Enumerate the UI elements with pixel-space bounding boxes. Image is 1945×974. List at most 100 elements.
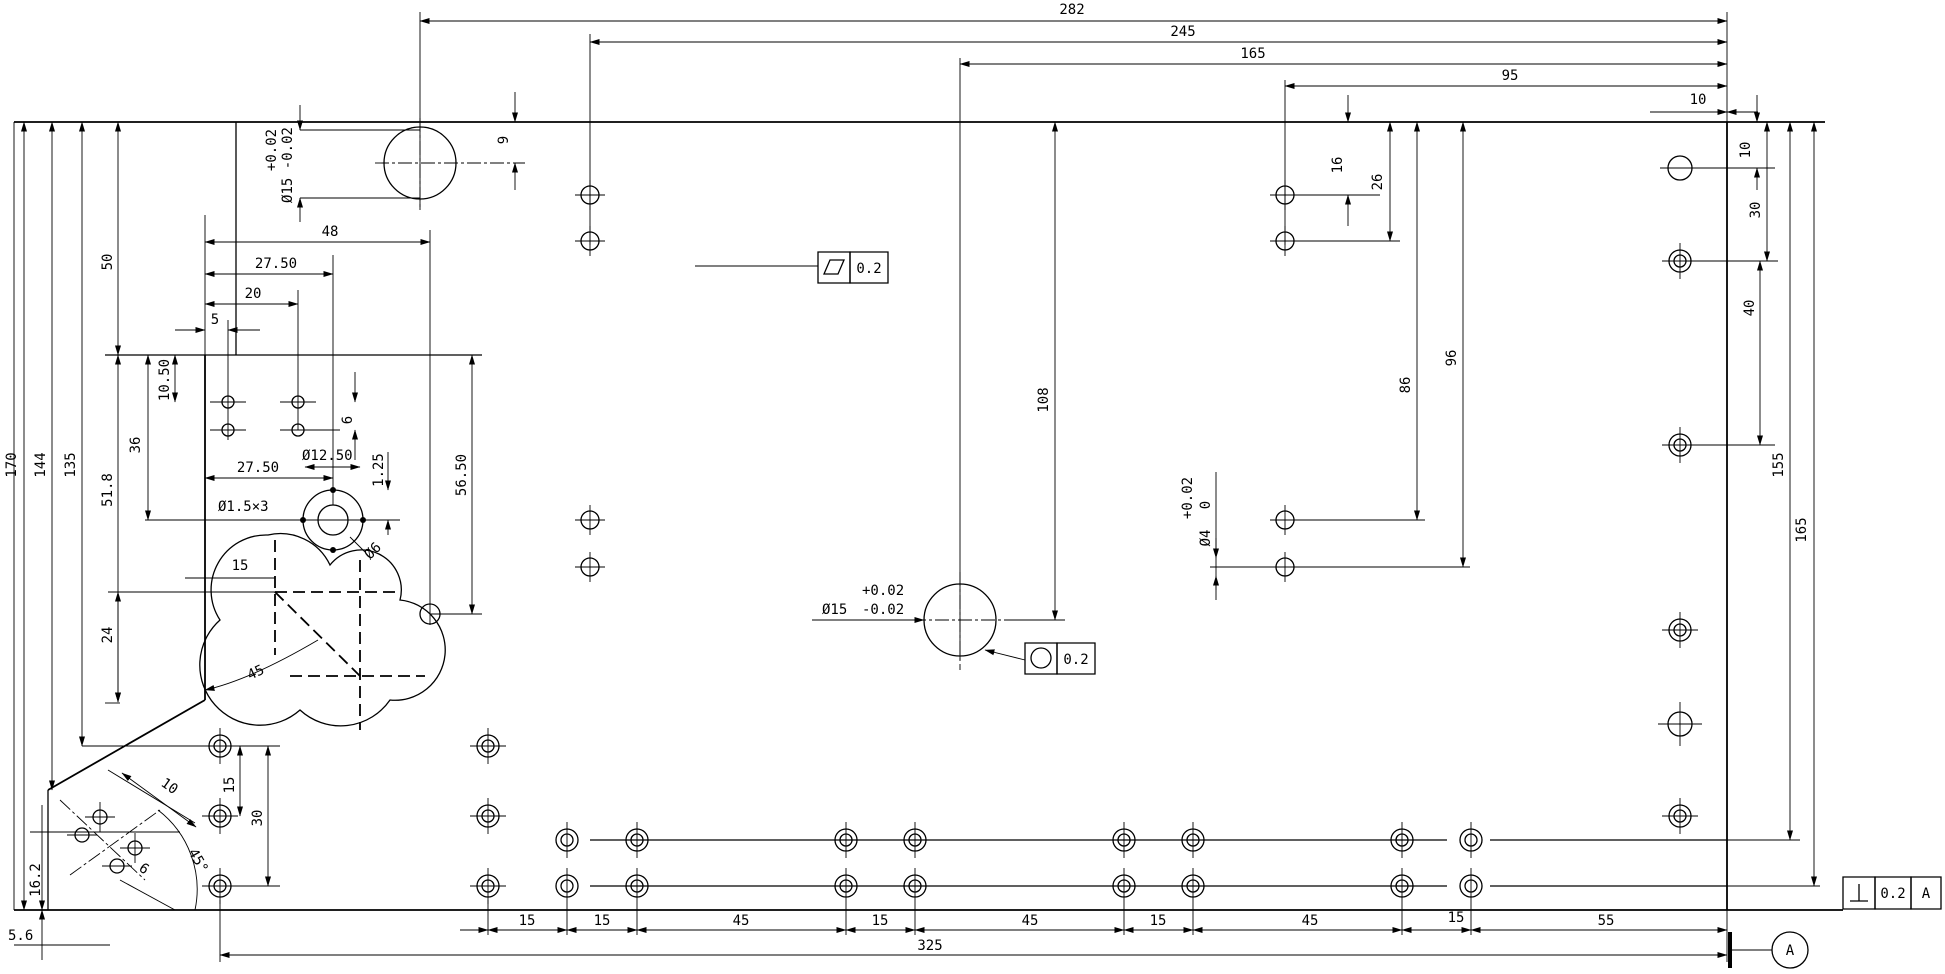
dim-10-top: 10 <box>1690 92 1707 108</box>
cb-1680-261 <box>1662 243 1698 279</box>
dim-50: 50 <box>100 254 116 271</box>
small-hole-upper: +0.02 <box>1180 477 1196 519</box>
hole-1285-241 <box>1270 226 1400 256</box>
bottom-left-detail: 10 6 45° 15 30 <box>60 745 280 910</box>
perp-value: 0.2 <box>1880 886 1905 902</box>
left-dimensions: 170 144 135 50 51.8 36 24 10.50 16.2 5.6 <box>4 121 390 960</box>
corner-hole <box>102 859 132 873</box>
dim-dia-12-50: Ø12.50 <box>302 448 353 464</box>
small-hole-dia: Ø4 <box>1198 530 1214 547</box>
flatness-value: 0.2 <box>856 261 881 277</box>
hole-590-520 <box>575 505 605 535</box>
dim-6: 6 <box>340 416 356 424</box>
hole-1680-724 <box>1658 702 1702 746</box>
dim-16-2: 16.2 <box>28 863 44 897</box>
dim-bottom-total: 325 <box>917 938 942 954</box>
dim-30-corner: 30 <box>250 810 266 827</box>
hole-590-241 <box>575 226 605 256</box>
left-feature-area: 48 27.50 20 5 6 27.50 Ø12.50 1.25 Ø1.5×3… <box>175 215 482 730</box>
datum-a: A <box>1730 932 1808 968</box>
dim-282: 282 <box>1059 2 1084 18</box>
row-hole <box>556 868 578 935</box>
row-hole <box>626 868 648 935</box>
dim-51-8: 51.8 <box>100 473 116 507</box>
dim-30-right: 30 <box>1748 202 1764 219</box>
dim-135: 135 <box>63 452 79 477</box>
small-hole <box>280 396 316 408</box>
flatness-frame: 0.2 <box>695 252 888 283</box>
dim-bottom-2: 15 <box>594 913 611 929</box>
hole-590-567 <box>575 552 605 582</box>
circularity-icon <box>1031 648 1051 668</box>
row-hole <box>904 868 926 935</box>
row-hole <box>626 822 648 858</box>
perp-datum: A <box>1922 886 1931 902</box>
row-hole <box>1182 822 1204 858</box>
flatness-icon <box>823 259 845 275</box>
cb-1680-445 <box>1662 427 1698 463</box>
hole-1285-567 <box>1210 552 1470 582</box>
dim-bottom-7: 45 <box>1302 913 1319 929</box>
row-hole <box>556 822 578 858</box>
dim-56-50: 56.50 <box>454 454 470 496</box>
row-hole <box>1460 822 1482 858</box>
row-hole <box>835 822 857 858</box>
dim-245: 245 <box>1170 24 1195 40</box>
dim-bottom-1: 15 <box>519 913 536 929</box>
dim-27-50-a: 27.50 <box>255 256 297 272</box>
dim-16: 16 <box>1330 157 1346 174</box>
dim-10-right: 10 <box>1738 142 1754 159</box>
small-hole <box>280 424 340 436</box>
corner-hole <box>120 833 150 863</box>
dim-27-50-b: 27.50 <box>237 460 279 476</box>
row-hole <box>1391 822 1413 858</box>
dim-dia-1-5x3: Ø1.5×3 <box>218 499 269 515</box>
hole-pattern <box>575 156 1702 746</box>
dim-bottom-9: 55 <box>1598 913 1615 929</box>
row-hole <box>835 868 857 935</box>
bottom-dimensions: 15 15 45 15 45 15 45 15 55 325 <box>219 900 1728 962</box>
small-hole-lower: 0 <box>1198 501 1214 509</box>
center-hole: 108 Ø15 +0.02 -0.02 0.2 <box>812 121 1095 674</box>
dim-24: 24 <box>100 627 116 644</box>
dim-108: 108 <box>1036 387 1052 412</box>
row-hole <box>904 822 926 858</box>
row-hole <box>1182 868 1204 935</box>
hole-590-195 <box>575 180 605 210</box>
hole-upper-tol: +0.02 <box>862 583 904 599</box>
slot-dia-tol: Ø15 -0.02 <box>280 127 296 203</box>
row-hole <box>1391 868 1413 935</box>
dim-45: 45 <box>245 662 267 684</box>
dim-15: 15 <box>232 558 249 574</box>
hole-dia: Ø15 <box>822 602 847 618</box>
dim-1-25: 1.25 <box>371 453 387 487</box>
row-hole <box>1460 868 1482 935</box>
hole-1680-168 <box>1660 156 1700 180</box>
cb-488-746 <box>470 728 506 764</box>
datum-a-label: A <box>1786 943 1795 959</box>
corner-hole <box>67 828 97 842</box>
bottom-hole-rows <box>556 822 1727 935</box>
dim-95: 95 <box>1502 68 1519 84</box>
dim-15-corner: 15 <box>222 777 238 794</box>
top-dimensions: 282 245 165 95 10 <box>419 2 1758 660</box>
dim-10-50: 10.50 <box>157 359 173 401</box>
top-slot: Ø15 -0.02 +0.02 9 <box>264 92 525 222</box>
dim-170: 170 <box>4 452 20 477</box>
dim-48: 48 <box>322 224 339 240</box>
cb-1680-630 <box>1662 612 1698 648</box>
slot-upper-tol: +0.02 <box>264 129 280 171</box>
dim-9: 9 <box>496 136 512 144</box>
dim-36: 36 <box>128 437 144 454</box>
dim-45-deg: 45° <box>185 846 212 876</box>
cb-488-816 <box>470 798 506 834</box>
cb-220-816 <box>202 798 238 834</box>
dim-10-corner: 10 <box>158 775 181 798</box>
dim-6-corner: 6 <box>136 860 152 878</box>
dim-144: 144 <box>33 452 49 477</box>
dim-bottom-5: 45 <box>1022 913 1039 929</box>
dim-165: 165 <box>1240 46 1265 62</box>
dim-bottom-8: 15 <box>1448 910 1465 926</box>
dim-165-right: 165 <box>1794 517 1810 542</box>
